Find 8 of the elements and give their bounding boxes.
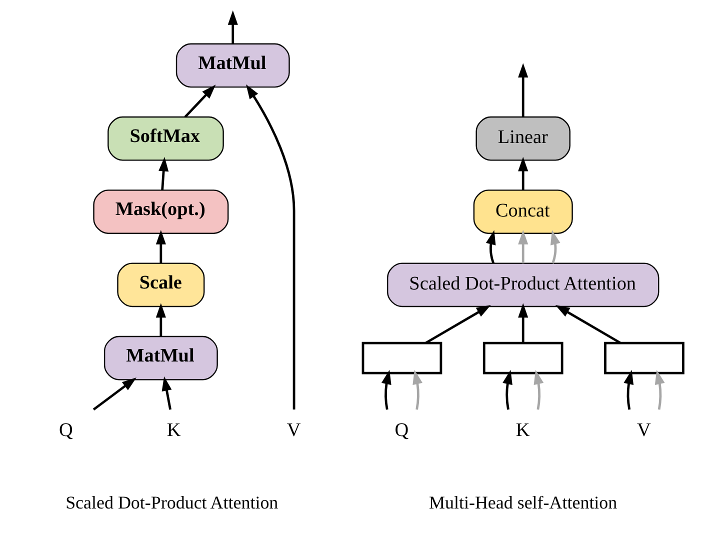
node-text: Q: [58, 420, 72, 441]
node-text: K: [515, 420, 530, 441]
label: Scaled Dot-Product Attention: [65, 492, 278, 513]
label: Multi-Head self-Attention: [428, 492, 617, 513]
node-text: Q: [394, 420, 408, 441]
node-text: V: [636, 420, 650, 441]
node-text: V: [286, 420, 300, 441]
node-text: K: [166, 420, 180, 441]
